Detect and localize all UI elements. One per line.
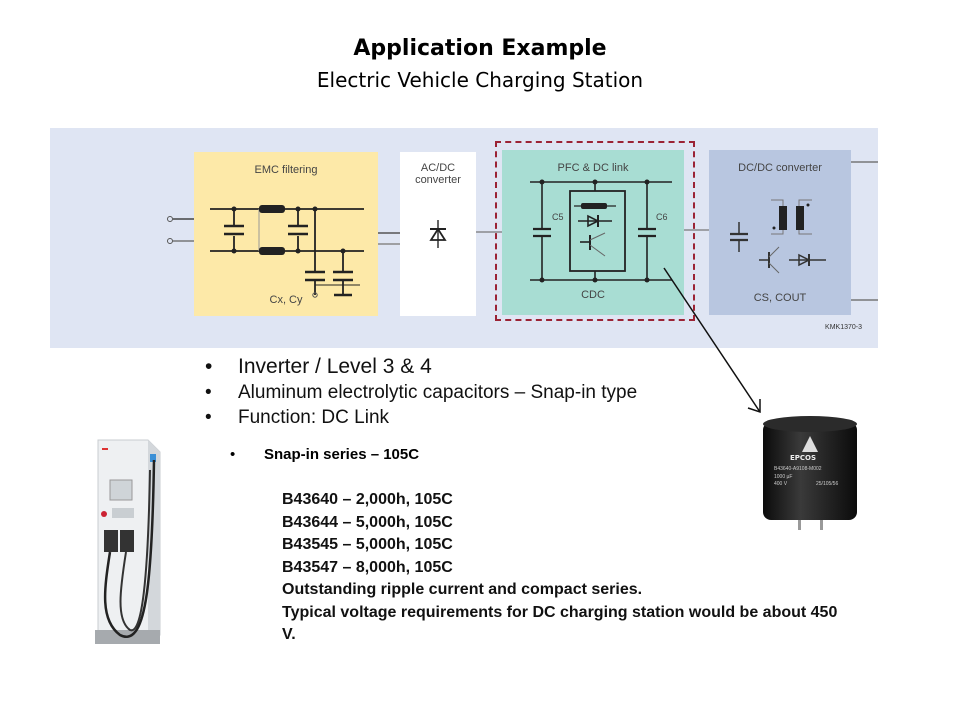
note-text: Typical voltage requirements for DC char… bbox=[282, 603, 838, 644]
emc-filtering-block: EMC filtering bbox=[194, 152, 378, 316]
block-diagram: EMC filtering bbox=[50, 128, 878, 348]
pfc-label: PFC & DC link bbox=[557, 162, 629, 174]
capacitor-part: B43640-A9108-M002 bbox=[774, 466, 822, 472]
series-item: B43547 – 8,000h, 105C bbox=[282, 558, 453, 576]
dcdc-label: DC/DC converter bbox=[738, 162, 822, 174]
emc-filter-schematic-icon bbox=[210, 205, 364, 298]
dcdc-schematic-icon bbox=[730, 199, 826, 274]
ac-dc-converter-block: AC/DC converter bbox=[400, 152, 476, 316]
diode-icon bbox=[429, 220, 447, 248]
figure-code: KMK1370-3 bbox=[825, 324, 862, 331]
bullet-item: Inverter / Level 3 & 4 bbox=[205, 354, 637, 380]
ev-charger-image bbox=[95, 439, 161, 644]
series-specs: B43640 – 2,000h, 105C B43644 – 5,000h, 1… bbox=[282, 489, 852, 647]
capacitor-brand: EPCOS bbox=[790, 454, 817, 462]
capacitor-rating1: 1000 µF bbox=[774, 474, 793, 480]
slide-subtitle: Electric Vehicle Charging Station bbox=[316, 68, 644, 92]
bullet-item: Function: DC Link bbox=[205, 406, 637, 430]
emc-component-label: Cx, Cy bbox=[269, 294, 303, 306]
series-item: B43640 – 2,000h, 105C bbox=[282, 491, 453, 508]
highlight-dashed-box bbox=[495, 141, 695, 321]
emc-label: EMC filtering bbox=[254, 164, 318, 176]
c6-label: C6 bbox=[656, 212, 668, 222]
diagram-wires bbox=[167, 161, 878, 301]
bullet-list: Inverter / Level 3 & 4 Aluminum electrol… bbox=[205, 354, 637, 430]
capacitor-rating2: 400 V bbox=[774, 481, 788, 487]
series-item: B43545 – 5,000h, 105C bbox=[282, 536, 453, 553]
acdc-label-line2: converter bbox=[415, 174, 461, 186]
epcos-capacitor-icon bbox=[763, 416, 857, 530]
c5-label: C5 bbox=[552, 212, 564, 222]
capacitor-rating3: 25/105/56 bbox=[816, 481, 839, 487]
capacitor-image: EPCOS B43640-A9108-M002 1000 µF 400 V 25… bbox=[760, 410, 860, 540]
acdc-label-line1: AC/DC bbox=[420, 162, 456, 174]
series-item: B43644 – 5,000h, 105C bbox=[282, 513, 453, 531]
dcdc-component-label: CS, COUT bbox=[753, 292, 807, 304]
pfc-component-label: CDC bbox=[581, 289, 605, 301]
pfc-schematic-icon bbox=[530, 179, 672, 283]
sub-bullet: Snap-in series – 105C bbox=[230, 446, 419, 463]
slide-title: Application Example bbox=[353, 36, 607, 61]
bullet-item: Aluminum electrolytic capacitors – Snap-… bbox=[205, 380, 637, 406]
pfc-dc-link-block: PFC & DC link bbox=[502, 150, 684, 315]
note-text: Outstanding ripple current and compact s… bbox=[282, 581, 643, 598]
dc-dc-converter-block: DC/DC converter CS, COUT bbox=[709, 150, 851, 315]
